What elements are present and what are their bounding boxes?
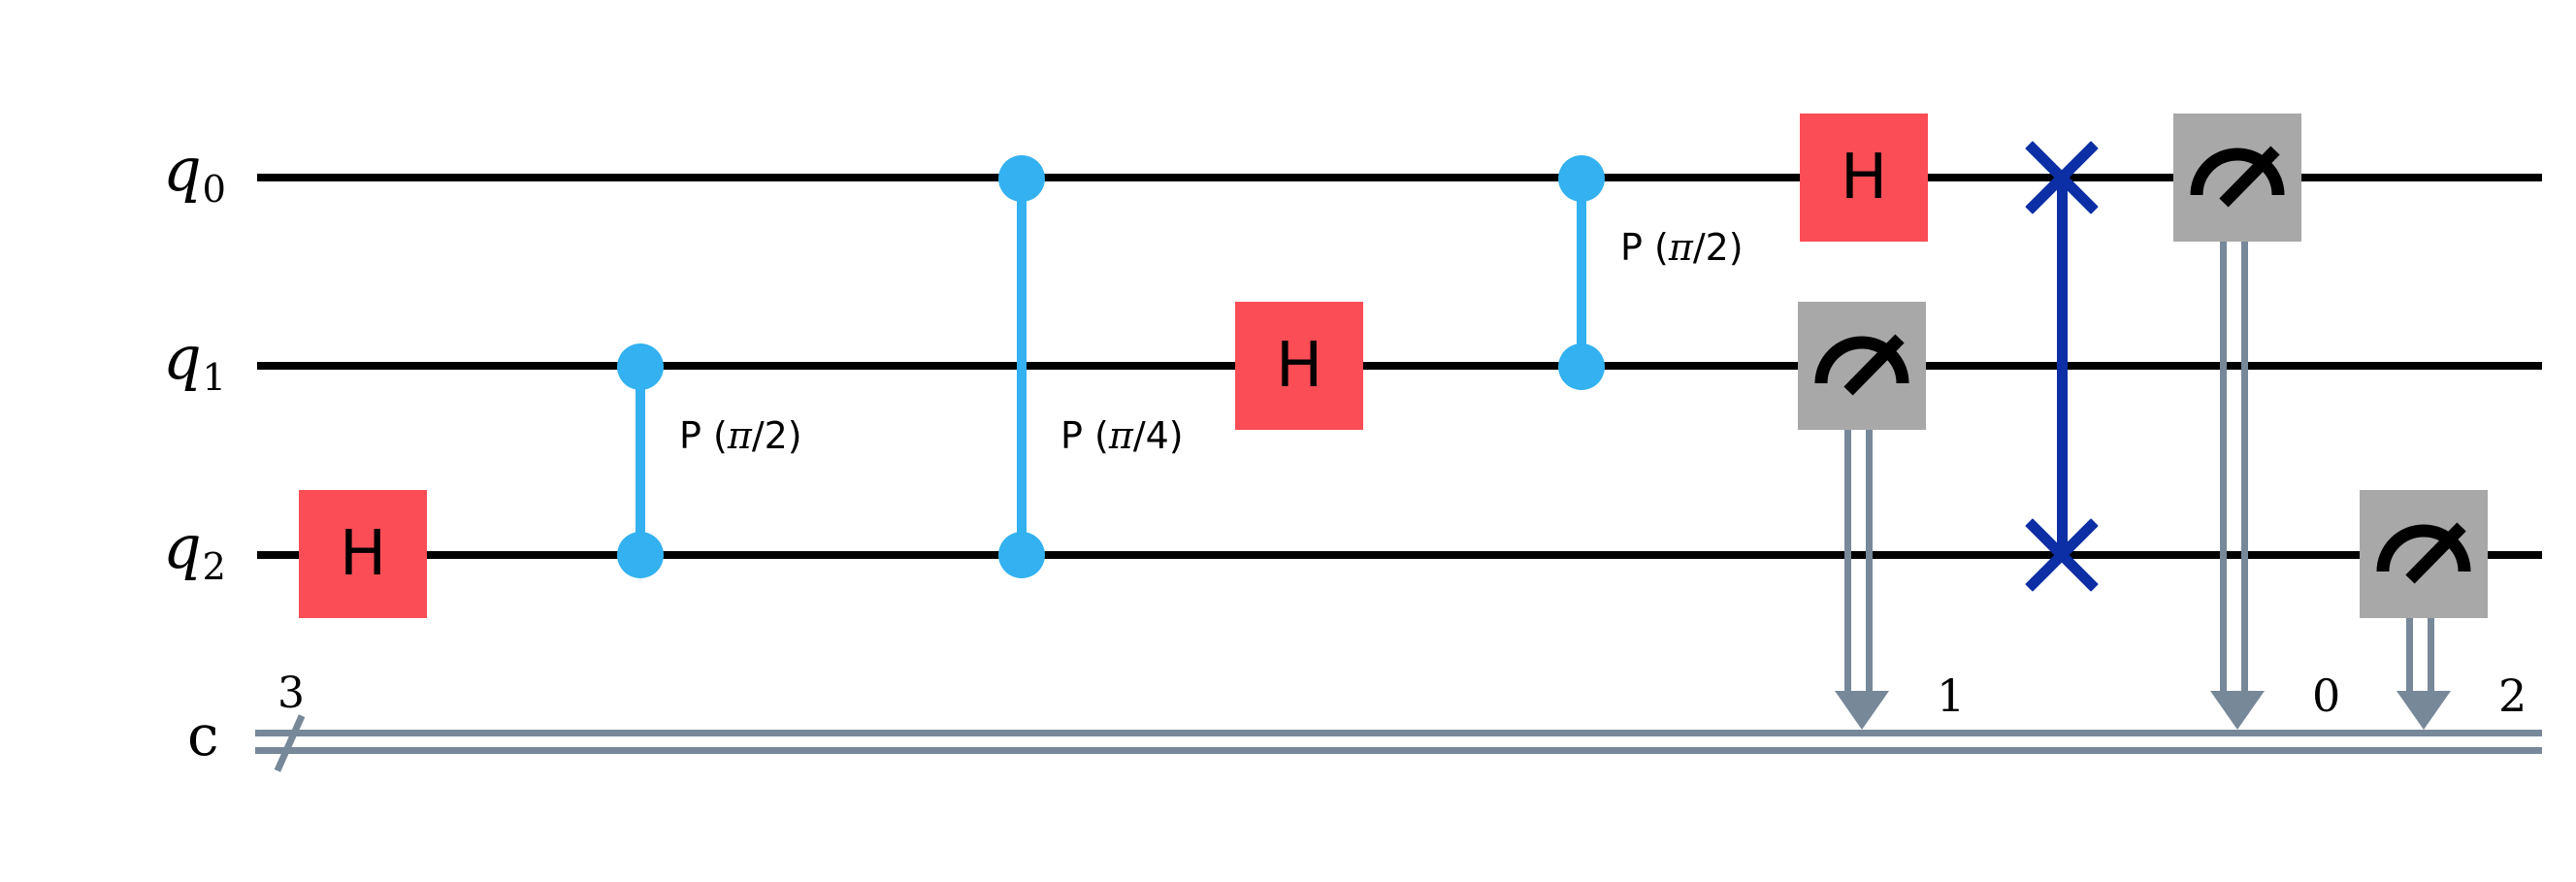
- qubit-label-q1: q1: [163, 322, 226, 400]
- measure-q2[interactable]: [2360, 490, 2488, 618]
- swap-q0-q2-link: [2057, 178, 2068, 555]
- meter-icon: [1814, 334, 1909, 396]
- qubit-label-q0-index: 0: [202, 167, 226, 212]
- measure-q1-clbit-index: 1: [1937, 670, 1966, 722]
- qubit-label-q1-base: q: [163, 322, 202, 393]
- h-gate-q1-label: H: [1275, 330, 1323, 402]
- measure-q2-classical-link: [2406, 618, 2441, 697]
- meter-icon: [2190, 146, 2285, 208]
- cp-q0-q2-control-dot-icon[interactable]: [998, 155, 1045, 202]
- cp-q1-q2-target-dot-icon[interactable]: [617, 532, 664, 578]
- cp-q0-q2-target-dot-icon[interactable]: [998, 532, 1045, 578]
- cp-q1-q2-label-suffix: /2): [751, 414, 802, 457]
- cp-q1-q2-control-dot-icon[interactable]: [617, 343, 664, 390]
- cp-q1-q2-label: P (π/2): [679, 414, 802, 457]
- cp-q1-q2-label-pi: π: [727, 414, 752, 457]
- classical-register-label: c: [187, 702, 219, 768]
- cp-q0-q2-label-prefix: P (: [1060, 414, 1109, 457]
- cp-q0-q1-label-pi: π: [1668, 226, 1693, 269]
- measure-q0-clbit-index: 0: [2312, 670, 2341, 722]
- measure-q0-classical-link: [2220, 242, 2255, 697]
- cp-q0-q1-target-dot-icon[interactable]: [1558, 343, 1605, 390]
- qubit-label-q0: q0: [163, 134, 226, 212]
- cp-q0-q1-label: P (π/2): [1620, 226, 1744, 269]
- measure-q1-classical-link: [1844, 430, 1879, 697]
- cp-q0-q1-control-dot-icon[interactable]: [1558, 155, 1605, 202]
- qubit-label-q1-index: 1: [202, 355, 226, 400]
- h-gate-q2[interactable]: H: [299, 490, 427, 618]
- cp-q0-q2-link: [1017, 178, 1027, 555]
- cp-q0-q1-label-suffix: /2): [1692, 226, 1744, 269]
- h-gate-q2-label: H: [339, 518, 387, 590]
- swap-q2-x-icon[interactable]: [2013, 511, 2110, 599]
- cp-q0-q1-label-prefix: P (: [1620, 226, 1669, 269]
- measure-q0-arrowhead-icon: [2210, 691, 2265, 730]
- cp-q0-q2-label-pi: π: [1108, 414, 1133, 457]
- qubit-label-q2-base: q: [163, 511, 202, 582]
- qubit-wire-q0: [257, 174, 2542, 181]
- cp-q1-q2-link: [636, 366, 645, 555]
- h-gate-q0-label: H: [1840, 142, 1888, 213]
- cp-q1-q2-label-prefix: P (: [679, 414, 728, 457]
- measure-q0[interactable]: [2173, 114, 2301, 242]
- classical-wire-bottom: [255, 747, 2542, 754]
- measure-q1-arrowhead-icon: [1835, 691, 1889, 730]
- measure-q2-arrowhead-icon: [2397, 691, 2451, 730]
- qubit-wire-q1: [257, 362, 2542, 370]
- h-gate-q1[interactable]: H: [1235, 302, 1363, 430]
- cp-q0-q1-link: [1577, 178, 1586, 366]
- swap-q0-x-icon[interactable]: [2013, 134, 2110, 221]
- h-gate-q0[interactable]: H: [1800, 114, 1928, 242]
- measure-q2-clbit-index: 2: [2498, 670, 2527, 722]
- classical-register-size: 3: [277, 669, 305, 718]
- qubit-label-q0-base: q: [163, 134, 202, 205]
- classical-wire-top: [255, 730, 2542, 736]
- meter-icon: [2376, 522, 2471, 584]
- classical-register-slash-icon: [274, 714, 306, 772]
- cp-q0-q2-label-suffix: /4): [1132, 414, 1184, 457]
- cp-q0-q2-label: P (π/4): [1060, 414, 1184, 457]
- qubit-wire-q2: [257, 551, 2542, 559]
- qubit-label-q2: q2: [163, 511, 226, 589]
- qubit-label-q2-index: 2: [202, 544, 226, 589]
- measure-q1[interactable]: [1798, 302, 1926, 430]
